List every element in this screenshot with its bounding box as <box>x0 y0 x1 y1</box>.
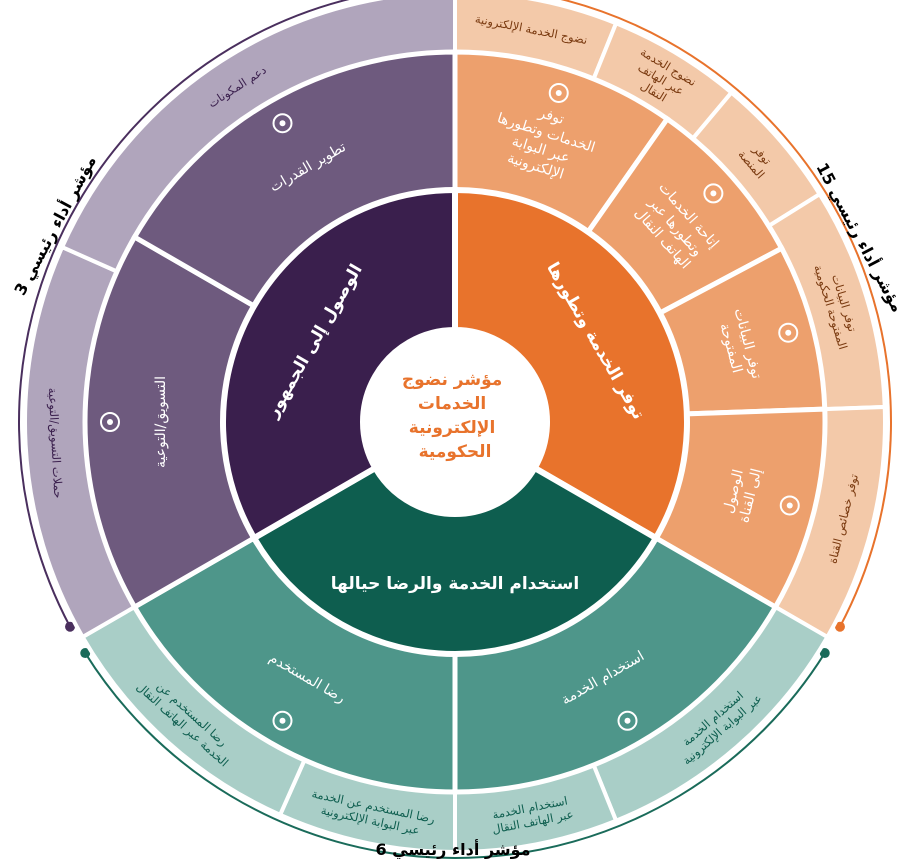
middle-ring <box>82 49 828 795</box>
segment-icons <box>100 82 800 731</box>
center-title-line-1: مؤشر نضوج <box>402 370 502 390</box>
open-data-icon <box>778 322 799 343</box>
orange-middle-label-1-line-1: توفر <box>536 105 566 128</box>
center-title-line-4: الحكومية <box>419 442 492 462</box>
kpi-dot-green-start <box>819 648 830 659</box>
kpi-arc-purple <box>18 0 350 628</box>
kpi-dot-orange-end <box>834 621 845 632</box>
kpi-arc-green <box>84 652 826 859</box>
pillar-label-green: استخدام الخدمة والرضا حيالها <box>331 574 579 594</box>
kpi-arc-orange <box>560 0 892 628</box>
gears-icon <box>272 113 293 134</box>
outer-ring <box>23 0 887 855</box>
kpi-label-green: 6 مؤشر أداء رئيسي <box>375 839 530 860</box>
center-circle <box>363 330 547 514</box>
inner-ring <box>220 186 690 657</box>
kpi-arcs <box>18 0 892 859</box>
center-title-line-3: الإلكترونية <box>409 418 495 438</box>
share-nodes-icon <box>779 495 800 516</box>
handshake-icon <box>272 710 293 731</box>
kpi-dot-green-end <box>80 648 91 659</box>
mobile-phone-icon <box>703 183 724 204</box>
hand-pointer-icon <box>617 710 638 731</box>
center-title: مؤشر نضوج الخدمات الإلكترونية الحكومية <box>402 370 508 462</box>
purple-middle-label-1-line-1: التسويق/التوعية <box>153 376 169 468</box>
center-title-line-2: الخدمات <box>418 394 486 414</box>
globe-icon <box>548 82 569 103</box>
purple-middle-label-1: التسويق/التوعية <box>153 376 169 468</box>
kpi-dot-purple-start <box>65 621 76 632</box>
megaphone-icon <box>100 412 120 432</box>
